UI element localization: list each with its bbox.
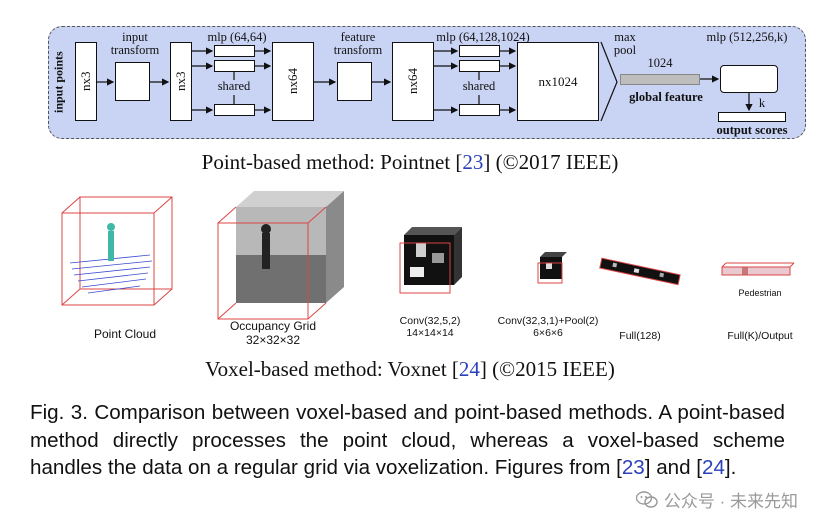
conv2-cube — [537, 252, 567, 284]
mlp2-box-top2 — [459, 60, 500, 72]
watermark: 公众号 · 未来先知 — [635, 487, 798, 512]
pointnet-caption: Point-based method: Pointnet [23] (©2017… — [201, 150, 619, 174]
conv1-cube — [399, 227, 462, 294]
figure-ref-23[interactable]: 23 — [621, 456, 645, 479]
input-transform-label: input transform — [110, 30, 160, 57]
output-scores-bar — [718, 112, 786, 122]
mlp3-box — [720, 65, 778, 93]
output-scores-label: output scores — [716, 123, 788, 137]
mlp3-label: mlp (512,256,k) — [706, 30, 788, 44]
mlp1-box-top2 — [214, 60, 255, 72]
voxnet-diagram — [61, 191, 795, 320]
figure-ref-24[interactable]: 24 — [702, 456, 725, 479]
point-cloud-label: Point Cloud — [93, 327, 157, 341]
mlp1-box-top — [214, 45, 255, 57]
point-cloud-cube — [61, 196, 173, 306]
dim-1024-label: 1024 — [647, 56, 673, 70]
feature-transform-label: feature transform — [333, 30, 383, 57]
point-cloud-figure — [107, 223, 115, 261]
mlp2-box-top — [459, 45, 500, 57]
full-output-label: Full(K)/Output — [727, 330, 793, 342]
feature-transform-box — [337, 62, 372, 101]
mlp1-label: mlp (64,64) — [207, 30, 267, 44]
voxnet-caption: Voxel-based method: Voxnet [24] (©2015 I… — [205, 357, 615, 381]
shared2-label: shared — [462, 79, 496, 93]
k-label: k — [758, 96, 766, 110]
figure-caption: Fig. 3. Comparison between voxel-based a… — [30, 401, 785, 479]
input-transform-box — [115, 62, 150, 101]
conv2-label: Conv(32,3,1)+Pool(2) 6×6×6 — [497, 315, 599, 339]
occupancy-grid-label: Occupancy Grid 32×32×32 — [229, 319, 317, 347]
mlp2-label: mlp (64,128,1024) — [436, 30, 530, 44]
occupancy-grid-cube — [217, 191, 344, 320]
voxnet-ref-link[interactable]: 24 — [458, 357, 480, 381]
nx1024-box: nx1024 — [517, 42, 599, 121]
pedestrian-label: Pedestrian — [738, 288, 782, 298]
max-pool-label: max pool — [613, 30, 637, 57]
mlp2-box-bottom — [459, 104, 500, 116]
mlp1-box-bottom — [214, 104, 255, 116]
global-feature-label: global feature — [629, 90, 703, 104]
pointnet-ref-link[interactable]: 23 — [462, 150, 484, 174]
full128-label: Full(128) — [619, 330, 661, 342]
conv1-label: Conv(32,5,2) 14×14×14 — [399, 315, 461, 339]
shared1-label: shared — [217, 79, 251, 93]
global-feature-bar — [620, 74, 700, 85]
output-bar — [721, 262, 795, 276]
pointnet-connectors — [97, 41, 753, 122]
full128-bar — [599, 257, 681, 286]
wechat-icon — [635, 490, 658, 508]
